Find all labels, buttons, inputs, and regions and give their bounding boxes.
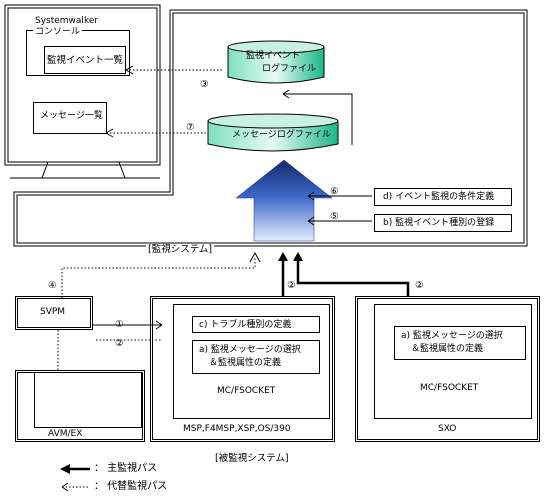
main-path-arrow-sxo [293,252,410,296]
sxo-mc-label: MC/FSOCKET [420,383,479,393]
dotted-arrow-message-list [105,128,206,138]
legend-alt-label: ： 代替監視パス [94,481,168,492]
big-upward-arrow [235,159,333,242]
dotted-arrow-event-list [125,65,222,75]
event-log-label-1: 監視イベント [246,51,301,61]
message-list-label: メッセージ一覧 [40,111,103,121]
step-2-marker-svpm: ② [115,338,124,349]
sxo-select-box[interactable]: a) 監視メッセージの選択 ＆監視属性の定義 [394,326,526,360]
main-path-arrow-mainframe [278,252,288,296]
avm-inner-frame [34,373,142,428]
console-label: コンソール [33,27,83,37]
condition-definition-label: d) イベント監視の条件定義 [383,192,495,202]
type-registration-label: b) 監視イベント種別の登録 [383,218,495,228]
event-log-cylinder [227,40,325,84]
sxo-select-label-1: a) 監視メッセージの選択 [401,331,503,341]
avm-label: AVM/EX [48,429,83,439]
terminal-monitor-frame [4,4,161,179]
step-2-marker-sxo: ② [415,280,424,291]
svpm-box[interactable]: SVPM [15,296,93,330]
step-2-marker-main: ② [287,280,296,291]
event-list-window[interactable] [44,46,126,74]
step-7-marker: ⑦ [186,122,195,133]
legend-alt-arrow [61,482,90,492]
message-log-label: メッセージログファイル [232,130,331,140]
mainframe-select-box[interactable]: a) 監視メッセージの選択 ＆監視属性の定義 [192,340,320,374]
sxo-inner-frame [374,304,532,419]
step-3-marker: ③ [200,79,209,90]
alt-path-svpm-to-monitor [61,251,261,298]
arrow-type-to-main [307,216,372,226]
trouble-type-label: c) トラブル種別の定義 [199,320,292,330]
mainframe-select-label-2: ＆監視属性の定義 [209,358,282,368]
step-4-marker: ④ [48,280,57,291]
mainframe-mc-label: MC/FSOCKET [217,386,276,396]
avm-box[interactable]: AVM/EX [15,370,145,442]
mainframe-inner-frame [173,304,330,419]
mainframe-select-label-1: a) 監視メッセージの選択 [199,345,301,355]
event-list-label: 監視イベント一覧 [47,55,124,66]
monitoring-system-label: [監視システム] [146,244,215,255]
step-6-marker: ⑥ [330,186,339,197]
step-1-marker: ① [115,319,124,330]
step-5-marker: ⑤ [330,211,339,222]
sxo-label: SXO [438,424,457,434]
condition-definition-box[interactable]: d) イベント監視の条件定義 [374,188,512,206]
svpm-label: SVPM [40,307,66,317]
mainframe-box[interactable]: c) トラブル種別の定義 a) 監視メッセージの選択 ＆監視属性の定義 MC/F… [150,296,335,442]
message-list-window[interactable] [33,102,107,134]
monitoring-system-border [13,9,528,247]
systemwalker-title: Systemwalker [35,16,99,26]
monitored-system-label: [被監視システム] [215,453,289,464]
mainframe-os-label: MSP,F4MSP,XSP,OS/390 [183,424,291,434]
legend-main-arrow [60,464,90,474]
sxo-box[interactable]: a) 監視メッセージの選択 ＆監視属性の定義 MC/FSOCKET SXO [355,296,540,442]
event-log-label-2: ログファイル [262,64,317,74]
legend-main-label: ： 主監視パス [94,463,158,474]
trouble-type-box[interactable]: c) トラブル種別の定義 [192,316,320,333]
type-registration-box[interactable]: b) 監視イベント種別の登録 [374,214,512,232]
sxo-select-label-2: ＆監視属性の定義 [411,344,484,354]
arrow-cond-to-main [307,191,372,201]
message-log-cylinder [207,113,339,152]
event-log-feed-arrow [282,89,353,145]
